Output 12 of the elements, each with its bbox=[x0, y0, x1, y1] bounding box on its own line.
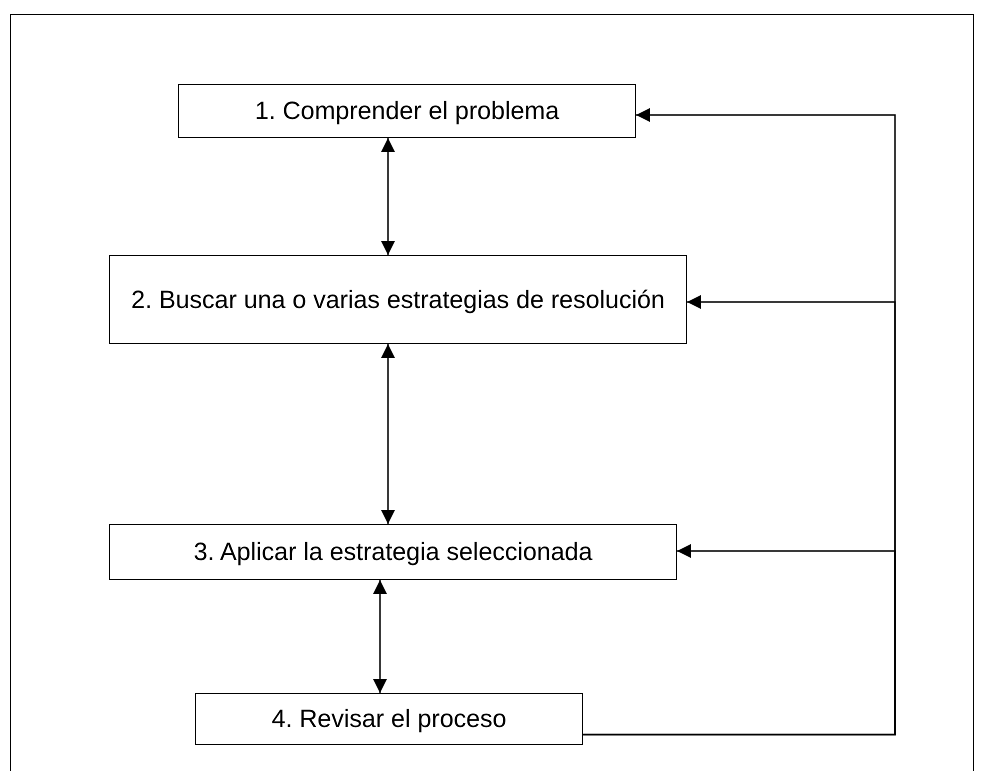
process-box bbox=[109, 255, 687, 344]
step-text: 3. Aplicar la estrategia seleccionada bbox=[194, 537, 592, 568]
step-text: 4. Revisar el proceso bbox=[272, 704, 506, 735]
process-box bbox=[109, 524, 677, 580]
process-box bbox=[195, 693, 583, 745]
arrow bbox=[381, 138, 395, 255]
step-text: 2. Buscar una o varias estrategias de resolución bbox=[131, 284, 665, 316]
step-text: 1. Comprender el problema bbox=[254, 96, 560, 127]
arrow bbox=[373, 580, 387, 693]
arrow bbox=[583, 544, 896, 736]
arrow bbox=[381, 344, 395, 524]
process-box bbox=[178, 84, 636, 138]
